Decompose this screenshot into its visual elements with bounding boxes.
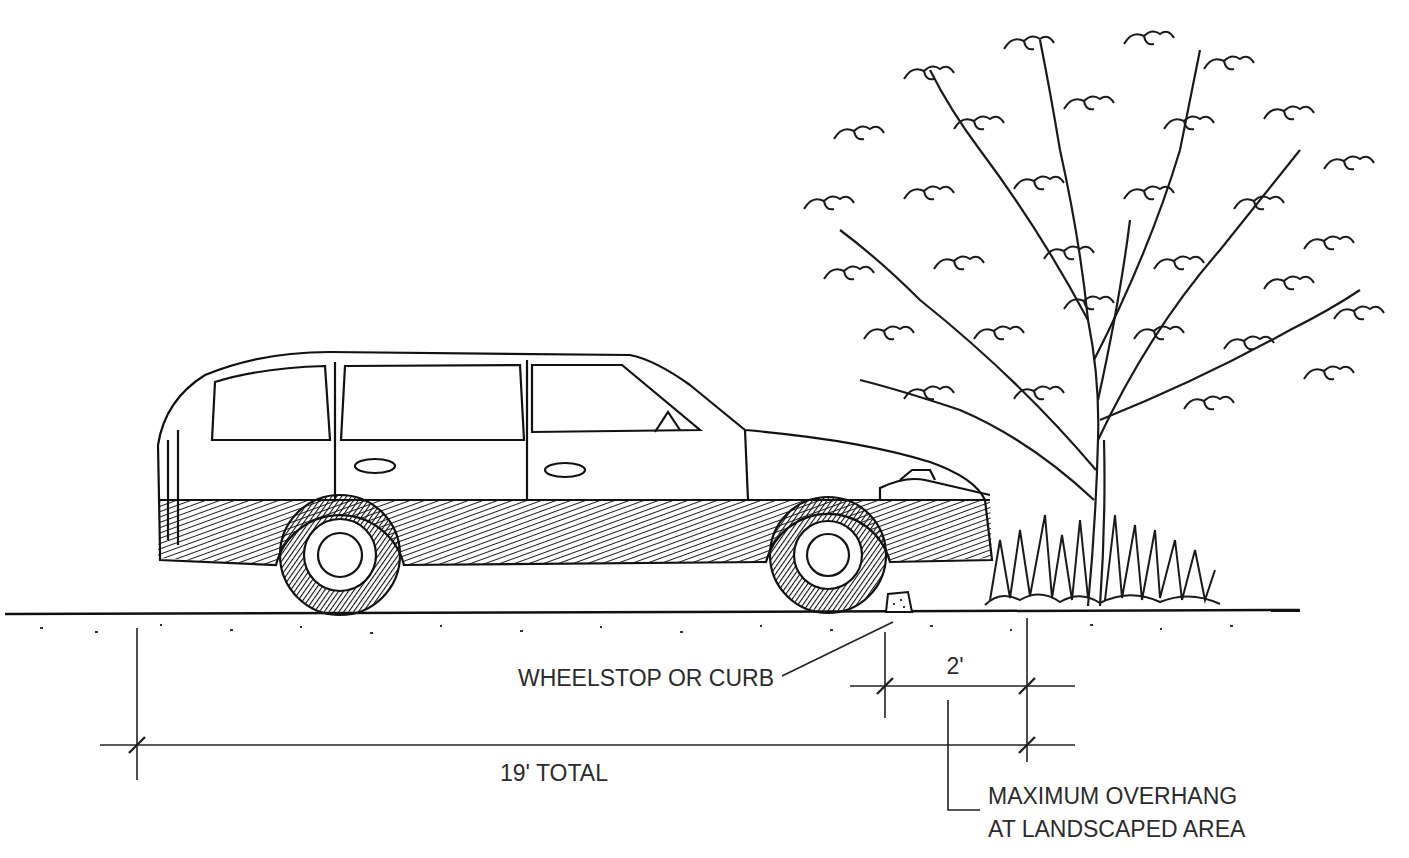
dimension-lines-stroke (884, 632, 886, 718)
rear-wheel (280, 495, 400, 615)
front-wheel-stroke (807, 534, 849, 576)
tree-stroke (934, 256, 984, 269)
wheelstop-stroke (893, 600, 905, 607)
tree-stroke (1334, 306, 1384, 319)
wheelstop (886, 592, 912, 612)
shrub (985, 515, 1220, 605)
rear-wheel-stroke (280, 495, 400, 615)
wheelstop-stroke (886, 592, 912, 612)
tree-stroke (1014, 386, 1064, 399)
tree-stroke (1134, 326, 1184, 339)
rear-wheel-stroke (304, 519, 376, 591)
rear-wheel-stroke (318, 533, 362, 577)
car-stroke (655, 412, 680, 432)
dimension-lines-stroke (136, 628, 138, 780)
car-stroke (168, 430, 178, 545)
tree-stroke (974, 326, 1024, 339)
tree-stroke (904, 66, 954, 79)
dimension-lines (100, 618, 1075, 810)
shrub-stroke (985, 594, 1220, 605)
ground-stroke (40, 625, 1233, 633)
tree-stroke (1324, 156, 1374, 169)
tree-stroke (904, 186, 954, 199)
shrub-stroke (1105, 515, 1215, 600)
tree-stroke (1304, 236, 1354, 249)
car-stroke (341, 365, 524, 440)
tree-stroke (804, 196, 854, 209)
tree-stroke (1098, 220, 1130, 400)
dimension-lines-stroke (100, 744, 1075, 746)
callout-label: WHEELSTOP OR CURB (518, 662, 774, 695)
tree-stroke (1014, 176, 1064, 189)
tree-stroke (1264, 106, 1314, 119)
car-stroke (900, 470, 935, 480)
front-wheel-stroke (794, 521, 862, 589)
dimension-lines-stroke (782, 622, 893, 676)
tree-stroke (1164, 116, 1214, 129)
dimension-lines-stroke (1026, 618, 1028, 762)
tree-stroke (1098, 150, 1300, 440)
dimension-label: 19' TOTAL (500, 757, 608, 790)
tree-stroke (1004, 36, 1054, 49)
car-stroke (532, 365, 700, 432)
tree-stroke (1224, 336, 1274, 349)
car (158, 352, 992, 615)
shrub-stroke (990, 515, 1088, 600)
ground-stroke (5, 610, 1300, 614)
car-stroke (880, 479, 990, 500)
note-label: MAXIMUM OVERHANG AT LANDSCAPED AREA (988, 780, 1263, 846)
dimension-lines-stroke (948, 700, 980, 810)
dimension-label: 2' (946, 650, 963, 683)
tree-stroke (1100, 290, 1360, 420)
tree-stroke (834, 126, 884, 139)
tree-stroke (1100, 440, 1105, 606)
car-stroke (335, 360, 748, 500)
tree-stroke (1124, 31, 1174, 44)
tree-stroke (1304, 366, 1354, 379)
tree-stroke (1204, 56, 1254, 69)
front-wheel (770, 497, 886, 613)
tree-stroke (1040, 40, 1060, 150)
tree-stroke (904, 386, 954, 399)
tree-stroke (1234, 196, 1284, 209)
car-stroke (355, 459, 395, 473)
tree-stroke (1064, 96, 1114, 109)
tree-stroke (824, 266, 874, 279)
tree-stroke (1044, 246, 1094, 259)
ground (5, 610, 1300, 633)
tree-stroke (1124, 186, 1174, 199)
tree-stroke (860, 380, 1094, 500)
tree-stroke (864, 326, 914, 339)
tree-stroke (1154, 256, 1204, 269)
car-stroke (545, 463, 585, 477)
front-wheel-stroke (770, 497, 886, 613)
tree-stroke (1064, 296, 1114, 309)
tree-stroke (1184, 396, 1234, 409)
car-stroke (160, 499, 990, 501)
car-stroke (212, 366, 330, 440)
tree-stroke (1264, 276, 1314, 289)
tree-stroke (1094, 50, 1200, 360)
tree-stroke (954, 116, 1004, 129)
